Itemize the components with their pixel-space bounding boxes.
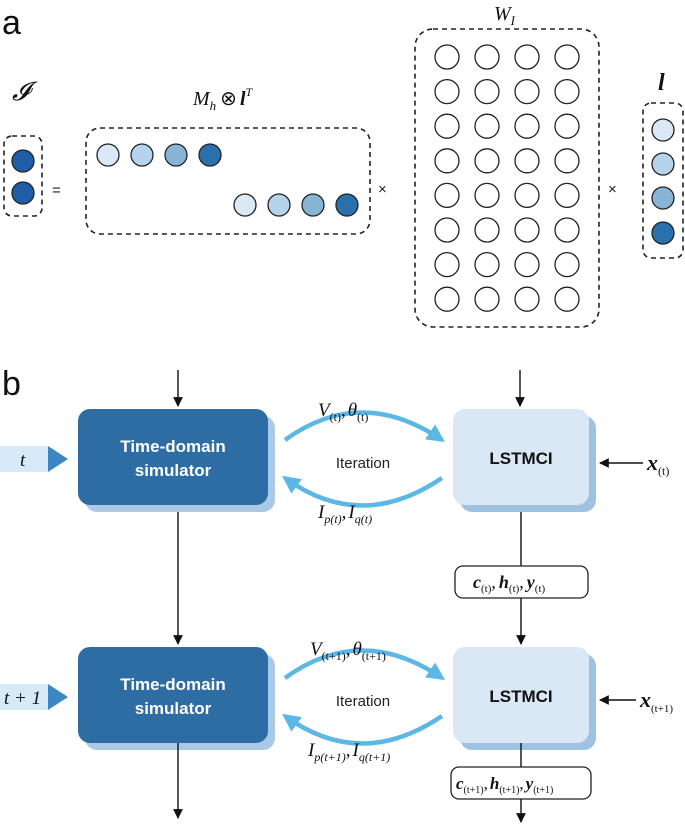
wi-node xyxy=(434,78,460,105)
time-domain-simulator-2 xyxy=(78,647,268,743)
svg-text:t: t xyxy=(20,450,26,471)
state-label-1: c(t),h(t),y(t) xyxy=(473,572,546,595)
mh-matrix-box xyxy=(85,127,371,235)
l-vector-box xyxy=(642,102,684,259)
iteration-arrow-forward-2 xyxy=(283,648,445,681)
t1-tab: t + 1 xyxy=(0,684,68,710)
mh-row1-node-1 xyxy=(96,143,120,167)
wi-node xyxy=(474,113,500,139)
lstm2-label: LSTMCI xyxy=(489,687,552,706)
wi-node xyxy=(474,182,500,209)
sim2-line1: Time-domain xyxy=(120,675,225,694)
lstm1-label: LSTMCI xyxy=(489,449,552,468)
x-t-label: x(t) xyxy=(646,450,669,478)
lstmci-block-1 xyxy=(453,409,589,505)
wi-node xyxy=(434,113,460,139)
t-tab: t xyxy=(0,446,68,472)
x-t1-label: x(t+1) xyxy=(639,687,673,715)
wi-node xyxy=(514,78,540,105)
v-theta-label-2: V(t+1),θ(t+1) xyxy=(310,639,386,663)
wi-node xyxy=(434,251,460,278)
wi-node xyxy=(514,217,540,243)
wi-node xyxy=(434,182,460,209)
wi-node xyxy=(554,217,580,243)
sim2-line2: simulator xyxy=(135,699,212,718)
I-vector-node-1 xyxy=(11,149,35,173)
wi-node xyxy=(514,286,540,312)
wi-node xyxy=(554,44,580,70)
l-vector-node-1 xyxy=(651,118,675,142)
l-vector-node-3 xyxy=(651,186,675,210)
wi-node xyxy=(434,148,460,174)
wi-node xyxy=(434,286,460,312)
wi-node xyxy=(514,148,540,174)
wi-node xyxy=(474,44,500,70)
wi-node xyxy=(474,286,500,312)
wi-node xyxy=(554,78,580,105)
wi-node xyxy=(474,217,500,243)
iteration-label-1: Iteration xyxy=(336,455,390,472)
vector-l-label: l xyxy=(658,70,665,96)
l-vector-node-2 xyxy=(651,152,675,176)
wi-node xyxy=(434,44,460,70)
wi-node xyxy=(434,217,460,243)
time-domain-simulator-1 xyxy=(78,409,268,505)
lstmci-block-2 xyxy=(453,647,589,743)
ip-iq-label-2: Ip(t+1),Iq(t+1) xyxy=(307,740,390,764)
wi-matrix-grid xyxy=(434,44,580,312)
wi-node xyxy=(554,251,580,278)
wi-node xyxy=(554,182,580,209)
iteration-arrow-forward-1 xyxy=(283,410,445,443)
I-vector-node-2 xyxy=(11,181,35,205)
l-vector-node-4 xyxy=(651,221,675,245)
mh-row1-node-3 xyxy=(164,143,188,167)
sim1-line1: Time-domain xyxy=(120,437,225,456)
panel-b-label: b xyxy=(2,365,21,403)
mh-otimes-l-label: Mh⊗lT xyxy=(192,85,254,113)
wi-node xyxy=(514,251,540,278)
sim1-line2: simulator xyxy=(135,461,212,480)
symbol-I: 𝓘 xyxy=(12,77,38,106)
mh-row2-node-3 xyxy=(301,193,325,217)
mh-row1-node-2 xyxy=(130,143,154,167)
wi-node xyxy=(514,182,540,209)
wi-node xyxy=(474,78,500,105)
I-vector-box xyxy=(3,135,43,217)
times-sign-1: × xyxy=(378,181,387,198)
mh-row1-node-4 xyxy=(198,143,222,167)
wi-node xyxy=(554,148,580,174)
svg-text:t + 1: t + 1 xyxy=(4,688,41,709)
wi-node xyxy=(474,148,500,174)
v-theta-label-1: V(t),θ(t) xyxy=(318,400,368,424)
iteration-arrow-back-1 xyxy=(282,475,444,508)
wi-node xyxy=(514,113,540,139)
wi-node xyxy=(554,286,580,312)
ip-iq-label-1: Ip(t),Iq(t) xyxy=(317,502,372,526)
panel-a-label: a xyxy=(2,4,21,42)
iteration-label-2: Iteration xyxy=(336,693,390,710)
wi-label: WI xyxy=(494,3,516,28)
iteration-arrow-back-2 xyxy=(282,713,444,746)
mh-row2-node-2 xyxy=(267,193,291,217)
wi-node xyxy=(474,251,500,278)
mh-row2-node-4 xyxy=(335,193,359,217)
wi-node xyxy=(554,113,580,139)
times-sign-2: × xyxy=(608,181,617,198)
state-label-2: c(t+1),h(t+1),y(t+1) xyxy=(456,774,553,796)
wi-matrix-box xyxy=(414,28,600,328)
wi-node xyxy=(514,44,540,70)
equals-sign: = xyxy=(52,182,61,199)
mh-row2-node-1 xyxy=(233,193,257,217)
